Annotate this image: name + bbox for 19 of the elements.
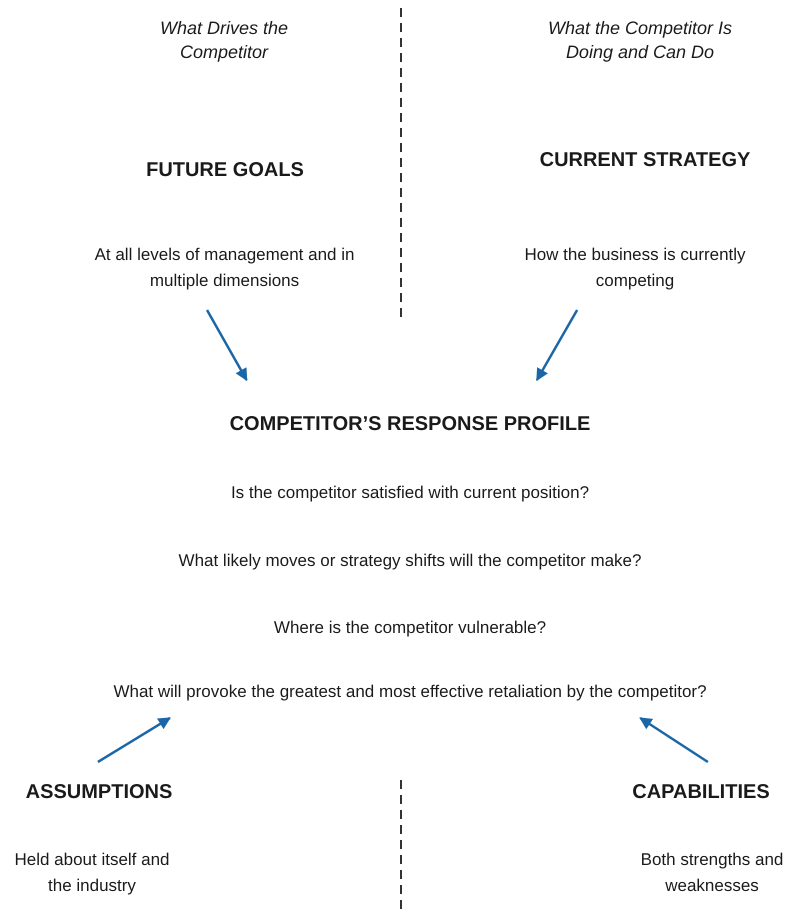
section-heading: CURRENT STRATEGY (538, 148, 752, 172)
description-text: Both strengths and weaknesses (640, 849, 784, 897)
section-heading: COMPETITOR’S RESPONSE PROFILE (228, 412, 592, 436)
description-text: At all levels of management and in multiple dimensions (94, 244, 356, 292)
description-text: Held about itself and the industry (14, 849, 170, 897)
column-caption: What the Competitor Is Doing and Can Do (546, 17, 734, 64)
question-text: What likely moves or strategy shifts will the competitor make? (178, 550, 642, 572)
section-heading: FUTURE GOALS (145, 158, 305, 182)
section-heading: CAPABILITIES (631, 780, 771, 804)
arrow (639, 716, 709, 764)
column-caption: What Drives the Competitor (158, 17, 290, 64)
question-text: Where is the competitor vulnerable? (272, 617, 548, 639)
arrow (536, 309, 578, 382)
question-text: What will provoke the greatest and most effective retaliation by the competitor? (112, 681, 708, 703)
arrow (206, 309, 248, 382)
arrow (97, 716, 171, 764)
question-text: Is the competitor satisfied with current position? (230, 482, 590, 504)
description-text: How the business is currently competing (523, 244, 747, 292)
section-heading: ASSUMPTIONS (24, 780, 174, 804)
